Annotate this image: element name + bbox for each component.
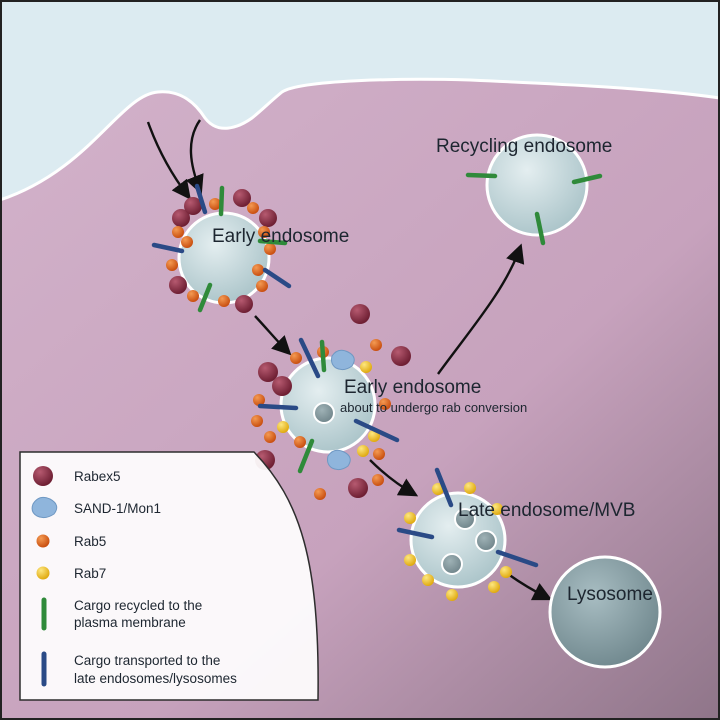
- late-endosome-vesicle: [409, 491, 507, 589]
- early-endosome-2: [251, 304, 411, 500]
- legend-box: [19, 451, 319, 701]
- intraluminal-vesicle: [475, 530, 497, 552]
- legend-label-rab7: Rab7: [74, 566, 106, 581]
- endocytosis-arrow-1: [146, 121, 191, 200]
- legend-label-rab5: Rab5: [74, 534, 106, 549]
- legend-label-sand1-mon1: SAND-1/Mon1: [74, 501, 161, 516]
- intraluminal-vesicle: [441, 553, 463, 575]
- legend-label-rabex5: Rabex5: [74, 469, 121, 484]
- endocytosis-arrows: [146, 119, 553, 601]
- cargo-late: [396, 467, 539, 568]
- rab7-icon: [36, 566, 50, 580]
- rab5-icon: [36, 534, 50, 548]
- legend-label-cargo-late-1: Cargo transported to the: [74, 653, 220, 668]
- arrow-to-late-endosome: [369, 459, 419, 497]
- arrow-to-recycling: [437, 243, 525, 375]
- label-late-endosome: Late endosome/MVB: [458, 500, 635, 521]
- label-early-endosome-1: Early endosome: [212, 226, 349, 247]
- late-endosome-mvb: [396, 467, 539, 601]
- sand1-mon1-cluster: [327, 349, 355, 471]
- label-early-endosome-2-sub: about to undergo rab conversion: [340, 400, 527, 415]
- cargo-1: [151, 183, 292, 313]
- rabex5-cluster-2: [255, 304, 411, 498]
- rab5-cluster-1: [166, 198, 276, 307]
- cargo-recycling: [465, 172, 603, 246]
- intraluminal-vesicle: [454, 508, 476, 530]
- legend-label-cargo-late-2: late endosomes/lysosomes: [74, 671, 237, 686]
- recycling-endosome-vesicle: [485, 133, 589, 237]
- early-endosome-1: [151, 183, 292, 313]
- arrow-to-lysosome: [507, 573, 553, 601]
- rab5-cluster-2: [251, 339, 391, 500]
- intraluminal-vesicle: [313, 402, 335, 424]
- legend-label-cargo-recycled-2: plasma membrane: [74, 615, 186, 630]
- legend: Rabex5 SAND-1/Mon1 Rab5 Rab7 Cargo recyc…: [19, 451, 319, 701]
- rabex5-icon: [33, 466, 53, 486]
- recycling-endosome: [465, 133, 603, 246]
- endocytosis-arrow-2: [185, 119, 204, 195]
- lysosome: [548, 555, 662, 669]
- legend-label-cargo-recycled-1: Cargo recycled to the: [74, 598, 202, 613]
- label-lysosome: Lysosome: [567, 584, 653, 605]
- arrow-early-to-early: [254, 315, 292, 356]
- sand1-mon1-icon: [31, 496, 58, 519]
- cargo-2: [257, 337, 400, 474]
- rabex5-cluster-1: [169, 189, 277, 313]
- label-recycling-endosome: Recycling endosome: [436, 136, 612, 157]
- label-early-endosome-2: Early endosome: [344, 377, 481, 398]
